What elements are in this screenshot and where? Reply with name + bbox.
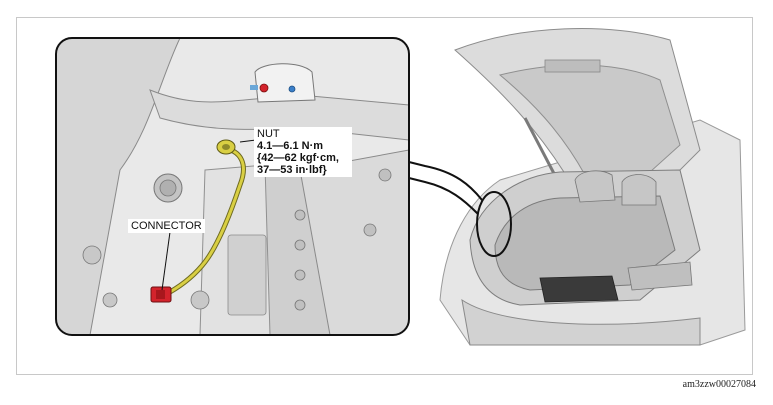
bracket-clip-red (259, 83, 269, 93)
nut-icon (216, 139, 236, 155)
callout-leader (408, 161, 483, 215)
connector-label: CONNECTOR (128, 219, 205, 233)
nut-torque-inlbf: 37—53 in·lbf} (257, 164, 327, 176)
car-rear-illustration (439, 28, 746, 346)
nut-torque-nm: 4.1—6.1 N·m (257, 140, 324, 152)
nut-torque-kgfcm: {42—62 kgf·cm, (257, 152, 339, 164)
bracket-clip-blue (288, 85, 296, 93)
nut-label: NUT (257, 128, 280, 140)
nut-torque-callout: NUT 4.1—6.1 N·m {42—62 kgf·cm, 37—53 in·… (254, 127, 352, 177)
figure-id: am3zzw00027084 (682, 379, 756, 390)
nut-torque-spec: 4.1—6.1 N·m {42—62 kgf·cm, 37—53 in·lbf} (257, 140, 349, 176)
connector-icon (150, 286, 172, 303)
detail-inset (55, 37, 410, 336)
